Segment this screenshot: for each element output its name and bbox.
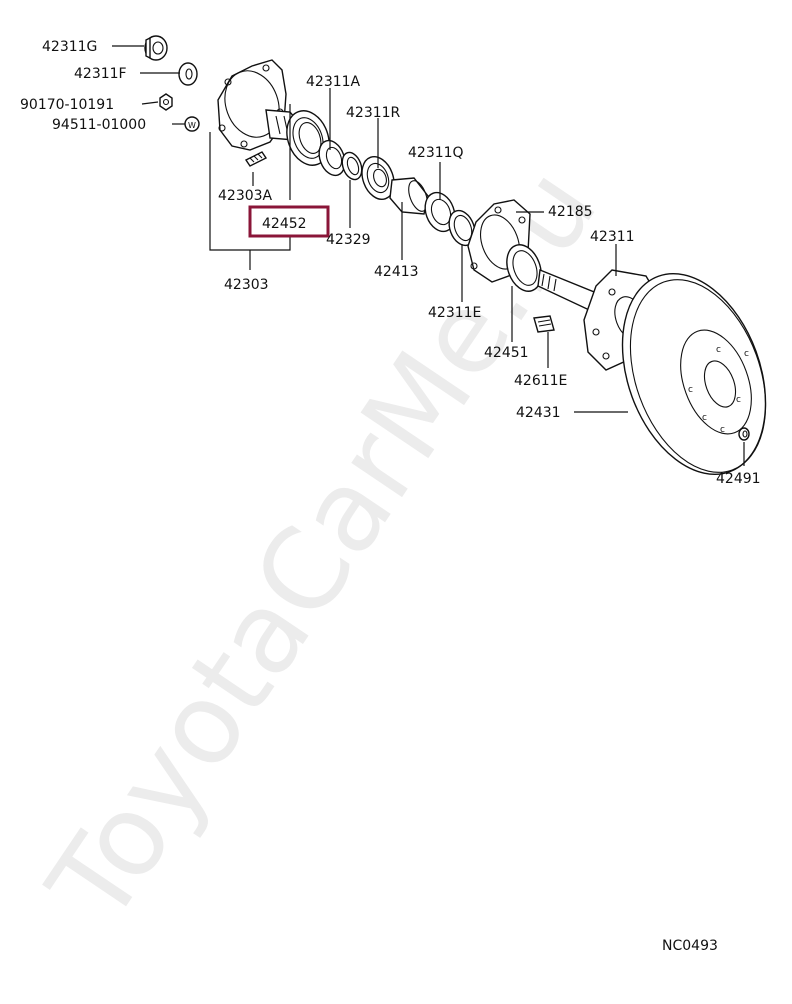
label-42311e: 42311E <box>428 305 481 321</box>
svg-text:c: c <box>702 413 707 423</box>
label-42303: 42303 <box>224 277 269 293</box>
label-42431: 42431 <box>516 405 561 421</box>
label-94511-01000: 94511-01000 <box>52 117 146 133</box>
part-labels: 42311G 42311F 90170-10191 94511-01000 42… <box>20 39 761 487</box>
bearing-42311q <box>424 191 456 233</box>
label-42491: 42491 <box>716 471 761 487</box>
svg-text:c: c <box>688 385 693 395</box>
label-42311f: 42311F <box>74 66 127 82</box>
washer-94511: W <box>184 116 200 132</box>
label-42311g: 42311G <box>42 39 97 55</box>
label-42185: 42185 <box>548 204 593 220</box>
bolt-42611e <box>533 315 555 333</box>
washer-42311f <box>178 62 198 86</box>
label-42311a: 42311A <box>306 74 361 90</box>
diagram-code: NC0493 <box>662 938 718 954</box>
label-42311q: 42311Q <box>408 145 464 161</box>
label-42311r: 42311R <box>346 105 401 121</box>
nut-90170 <box>159 93 173 111</box>
leader-lines <box>112 45 745 466</box>
svg-text:c: c <box>736 395 741 405</box>
label-42611e: 42611E <box>514 373 567 389</box>
spacer-42329 <box>341 151 363 181</box>
screw-42491 <box>738 427 750 441</box>
label-90170-10191: 90170-10191 <box>20 97 114 113</box>
highlight-box-42452 <box>248 205 330 238</box>
label-42413: 42413 <box>374 264 419 280</box>
bearing-42311r <box>361 155 395 201</box>
label-42329: 42329 <box>326 232 371 248</box>
svg-text:W: W <box>188 121 196 130</box>
label-42451: 42451 <box>484 345 529 361</box>
brake-disc-42431: c c c c c c <box>621 272 767 476</box>
ring-42451 <box>506 244 542 292</box>
label-42452: 42452 <box>262 216 307 232</box>
svg-text:c: c <box>716 345 721 355</box>
svg-text:c: c <box>720 425 725 435</box>
hub-bolt-42303a <box>244 151 268 167</box>
svg-text:c: c <box>744 349 749 359</box>
label-42311: 42311 <box>590 229 635 245</box>
nut-42311g <box>144 35 168 61</box>
hub-flange <box>217 59 301 151</box>
spacer-tube-42413 <box>389 177 429 215</box>
label-42303a: 42303A <box>218 188 273 204</box>
